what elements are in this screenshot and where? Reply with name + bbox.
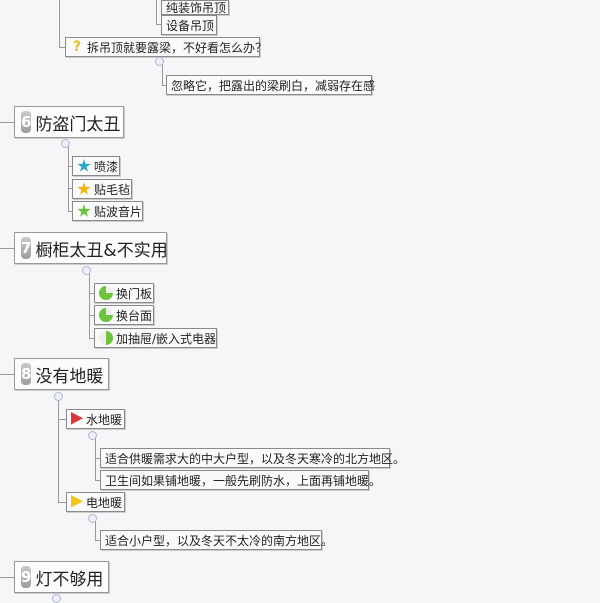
- collapse-toggle[interactable]: [88, 431, 97, 440]
- node-label: 换门板: [116, 286, 153, 301]
- topic-title: 防盗门太丑: [35, 114, 121, 135]
- topic-title: 灯不够用: [35, 569, 104, 590]
- connector: [59, 0, 60, 47]
- connector: [58, 396, 59, 502]
- star-icon: [77, 159, 91, 172]
- mindmap-node[interactable]: 设备吊顶: [161, 15, 217, 35]
- mindmap-node[interactable]: 贴波音片: [72, 201, 143, 221]
- node-label: 喷漆: [94, 159, 119, 174]
- question-node[interactable]: ? 拆吊顶就要露梁，不好看怎么办？: [65, 37, 267, 57]
- connector: [68, 144, 69, 211]
- topic-node-9[interactable]: 9 灯不够用: [14, 561, 109, 593]
- node-label: 卫生间如果铺地暖，一般先刷防水，上面再铺地暖。: [105, 473, 382, 488]
- connector: [156, 24, 161, 25]
- mindmap-node[interactable]: 换门板: [94, 283, 154, 303]
- star-icon: [77, 182, 91, 195]
- connector: [89, 315, 94, 316]
- node-label: 拆吊顶就要露梁，不好看怎么办？: [87, 40, 268, 55]
- node-label: 适合供暖需求大的中大户型，以及冬天寒冷的北方地区。: [105, 451, 406, 466]
- connector: [162, 85, 166, 86]
- number-badge: 8: [21, 363, 32, 385]
- topic-title: 没有地暖: [35, 366, 104, 387]
- connector: [95, 458, 100, 459]
- mindmap-node[interactable]: 卫生间如果铺地暖，一般先刷防水，上面再铺地暖。: [100, 470, 381, 490]
- mindmap-node[interactable]: 纯装饰吊顶: [161, 0, 229, 15]
- mindmap-node[interactable]: 适合小户型，以及冬天不太冷的南方地区。: [100, 530, 333, 550]
- mindmap-node[interactable]: 加抽屉/嵌入式电器: [94, 328, 217, 348]
- node-label: 忽略它，把露出的梁刷白，减弱存在感: [171, 78, 376, 93]
- connector: [89, 293, 94, 294]
- connector: [59, 47, 65, 48]
- yellow-flag-icon: [71, 495, 83, 508]
- node-label: 设备吊顶: [166, 18, 215, 33]
- connector: [0, 248, 14, 249]
- connector: [68, 188, 72, 189]
- star-icon: [77, 204, 91, 217]
- connector: [95, 480, 100, 481]
- node-label: 贴波音片: [94, 204, 143, 219]
- progress-pie-icon: [99, 286, 113, 300]
- connector: [58, 419, 66, 420]
- collapse-toggle[interactable]: [61, 139, 70, 148]
- node-label: 纯装饰吊顶: [166, 1, 227, 15]
- connector: [58, 502, 66, 503]
- number-badge: 6: [21, 111, 32, 133]
- connector: [95, 540, 100, 541]
- mindmap-node[interactable]: 水地暖: [66, 409, 125, 429]
- connector: [156, 0, 157, 24]
- connector: [0, 577, 14, 578]
- question-icon: ?: [72, 39, 82, 55]
- connector: [89, 270, 90, 338]
- connector: [68, 166, 72, 167]
- mindmap-node[interactable]: 忽略它，把露出的梁刷白，减弱存在感: [166, 75, 376, 95]
- connector: [68, 211, 72, 212]
- connector: [89, 338, 94, 339]
- topic-title: 橱柜太丑&不实用: [35, 240, 168, 261]
- red-flag-icon: [71, 412, 83, 425]
- topic-node-6[interactable]: 6 防盗门太丑: [14, 106, 124, 138]
- connector: [95, 518, 96, 540]
- node-label: 贴毛毡: [94, 182, 131, 197]
- connector: [0, 374, 14, 375]
- collapse-toggle[interactable]: [88, 514, 97, 523]
- collapse-toggle[interactable]: [54, 392, 63, 401]
- number-badge: 9: [21, 566, 32, 588]
- node-label: 电地暖: [86, 495, 123, 510]
- node-label: 适合小户型，以及冬天不太冷的南方地区。: [105, 533, 334, 548]
- progress-pie-icon: [99, 331, 113, 345]
- node-label: 水地暖: [86, 412, 123, 427]
- node-label: 换台面: [116, 308, 153, 323]
- topic-node-8[interactable]: 8 没有地暖: [14, 358, 109, 390]
- mindmap-node[interactable]: 贴毛毡: [72, 179, 132, 199]
- mindmap-node[interactable]: 电地暖: [66, 492, 125, 512]
- node-label: 加抽屉/嵌入式电器: [116, 331, 217, 346]
- collapse-toggle[interactable]: [155, 57, 164, 66]
- progress-pie-icon: [99, 308, 113, 322]
- connector: [0, 122, 14, 123]
- mindmap-node[interactable]: 适合供暖需求大的中大户型，以及冬天寒冷的北方地区。: [100, 448, 405, 468]
- topic-node-7[interactable]: 7 橱柜太丑&不实用: [14, 232, 168, 264]
- connector: [162, 62, 163, 85]
- number-badge: 7: [21, 237, 32, 259]
- mindmap-node[interactable]: 喷漆: [72, 156, 120, 176]
- collapse-toggle[interactable]: [82, 266, 91, 275]
- connector: [95, 435, 96, 480]
- mindmap-node[interactable]: 换台面: [94, 305, 154, 325]
